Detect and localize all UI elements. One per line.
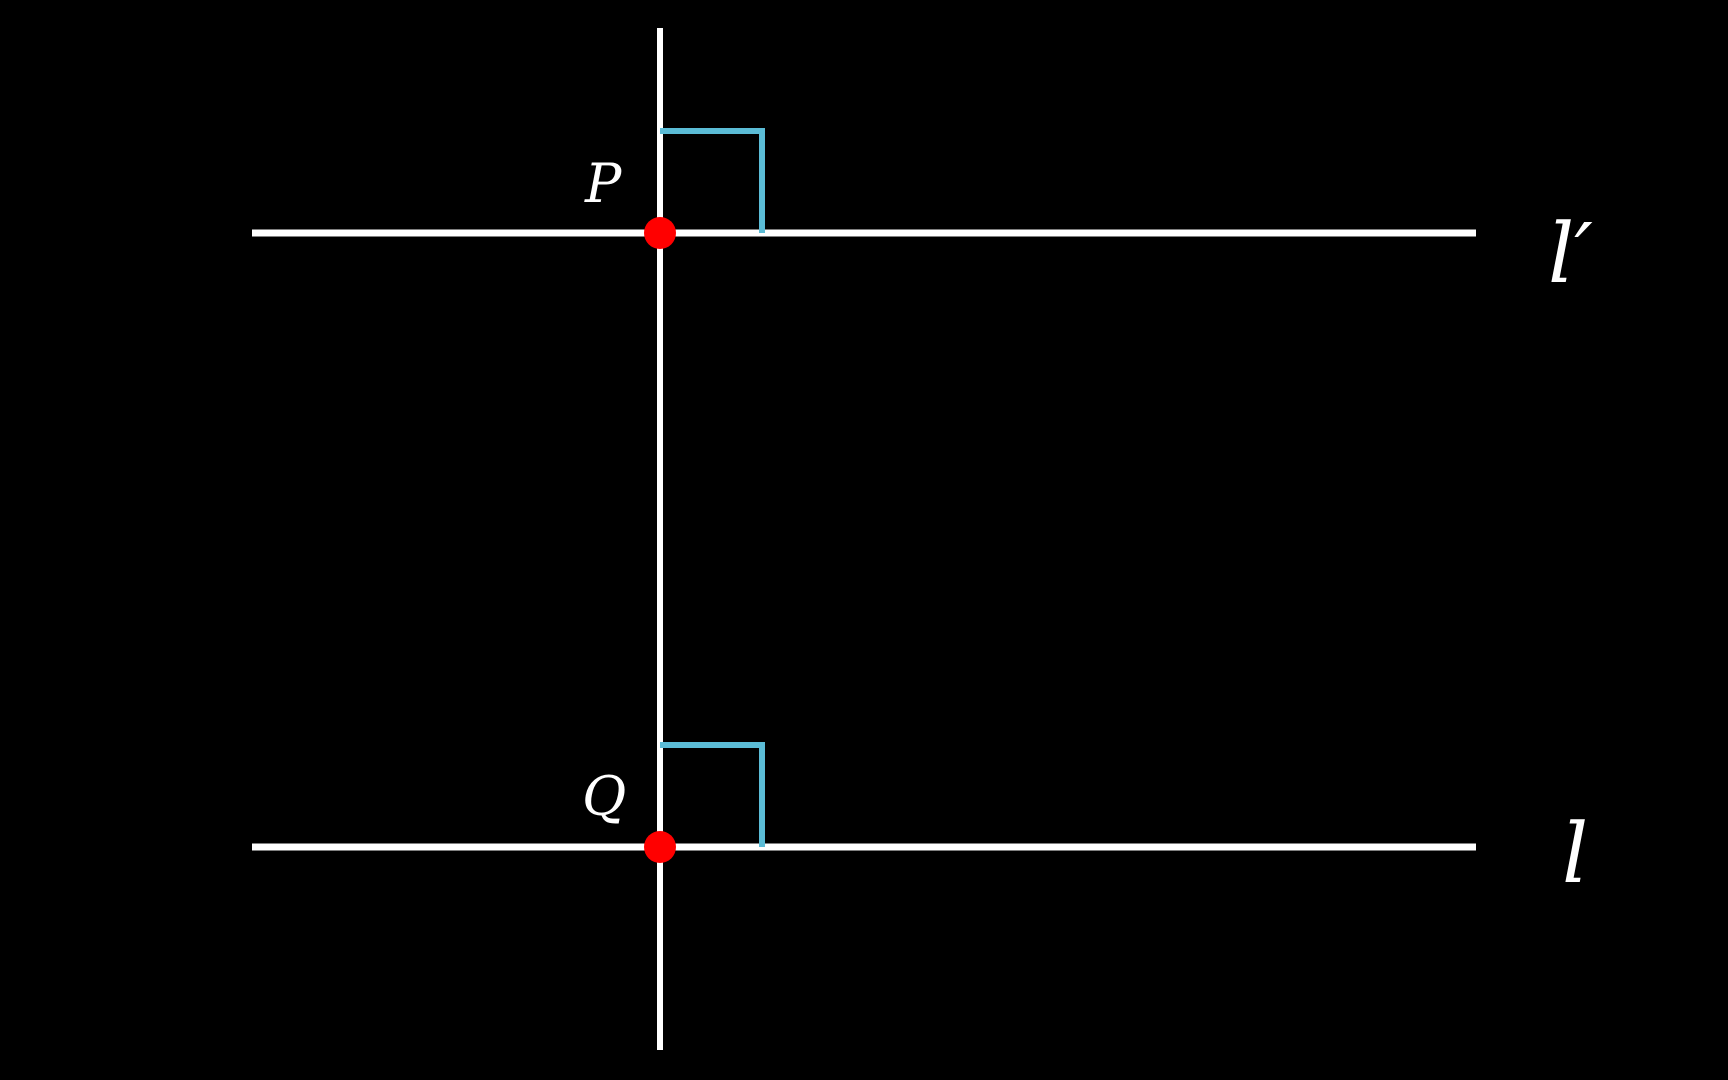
line-l-label: l: [1562, 807, 1588, 902]
point-p: [644, 217, 676, 249]
right-angle-marker-p: [660, 128, 765, 233]
point-q-label: Q: [582, 765, 626, 828]
right-angle-marker-q: [660, 742, 765, 847]
point-q: [644, 831, 676, 863]
line-l-prime-label: l′: [1548, 207, 1593, 302]
point-p-label: P: [584, 152, 623, 215]
